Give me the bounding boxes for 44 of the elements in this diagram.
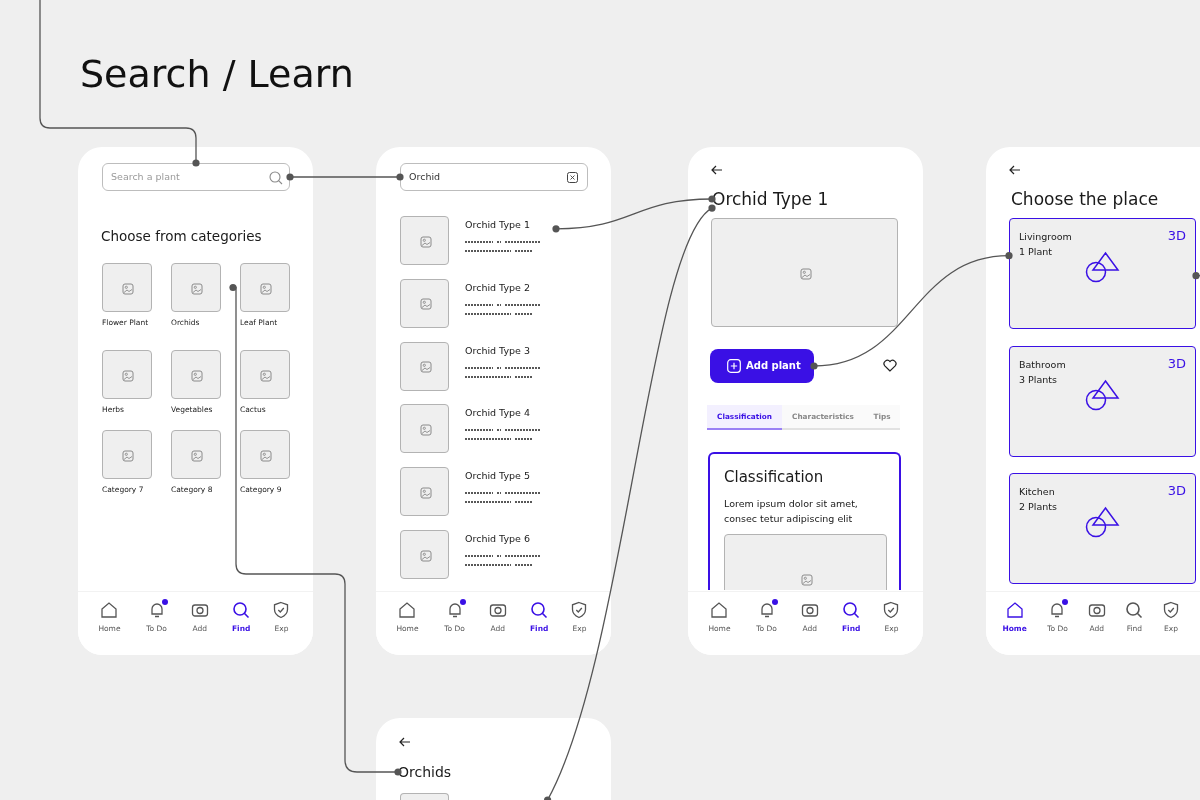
page-title: Search / Learn xyxy=(80,52,354,96)
card-text: Lorem ipsum dolor sit amet, consec tetur adipiscing elit xyxy=(724,497,859,526)
image-placeholder xyxy=(400,793,449,800)
item-title: Orchid Type 2 xyxy=(465,281,530,293)
phone-screen xyxy=(376,718,611,800)
phone-screen xyxy=(376,147,611,655)
phone-screen xyxy=(78,147,313,655)
item-title: Orchid Type 5 xyxy=(465,470,530,482)
view-3d-label: 3D xyxy=(1167,356,1186,371)
item-title: Orchid Type 1 xyxy=(465,219,530,230)
phone-screen xyxy=(688,147,923,655)
search-field xyxy=(102,163,290,191)
connector-line xyxy=(552,195,716,233)
connector-line xyxy=(544,204,716,800)
add-plant-button: Add plant xyxy=(710,349,814,383)
screen-title: Orchid Type 1 xyxy=(712,186,842,212)
room-name: Kitchen xyxy=(1019,486,1055,497)
view-3d-label: 3D xyxy=(1167,483,1186,498)
room-card xyxy=(1009,346,1196,457)
info-card xyxy=(708,452,901,590)
connector-line xyxy=(39,0,200,167)
connector-line xyxy=(286,173,404,181)
item-title: Orchid Type 4 xyxy=(465,407,530,419)
plant-count: 3 Plants xyxy=(1019,374,1057,385)
plant-count: 1 Plant xyxy=(1019,246,1052,257)
card-title: Classification xyxy=(724,468,824,486)
section-heading: Choose the place xyxy=(1011,188,1159,211)
field-text: Orchid xyxy=(409,171,441,182)
item-title: Orchid Type 3 xyxy=(465,344,530,356)
placeholder-text: Search a plant xyxy=(111,171,180,182)
search-field xyxy=(400,163,588,191)
connector-line xyxy=(1192,272,1200,280)
room-card xyxy=(1009,218,1196,329)
view-3d-label: 3D xyxy=(1167,228,1186,243)
item-title: Orchid Type 6 xyxy=(465,533,530,544)
room-name: Bathroom xyxy=(1019,359,1066,370)
plant-count: 2 Plants xyxy=(1019,501,1057,512)
section-heading: Choose from categories xyxy=(101,228,262,244)
connector-line xyxy=(810,252,1013,370)
connector-line xyxy=(229,283,402,776)
room-card xyxy=(1009,473,1196,584)
phone-screen xyxy=(986,147,1200,655)
room-name: Livingroom xyxy=(1019,231,1072,242)
screen-title: Orchids xyxy=(398,761,478,783)
